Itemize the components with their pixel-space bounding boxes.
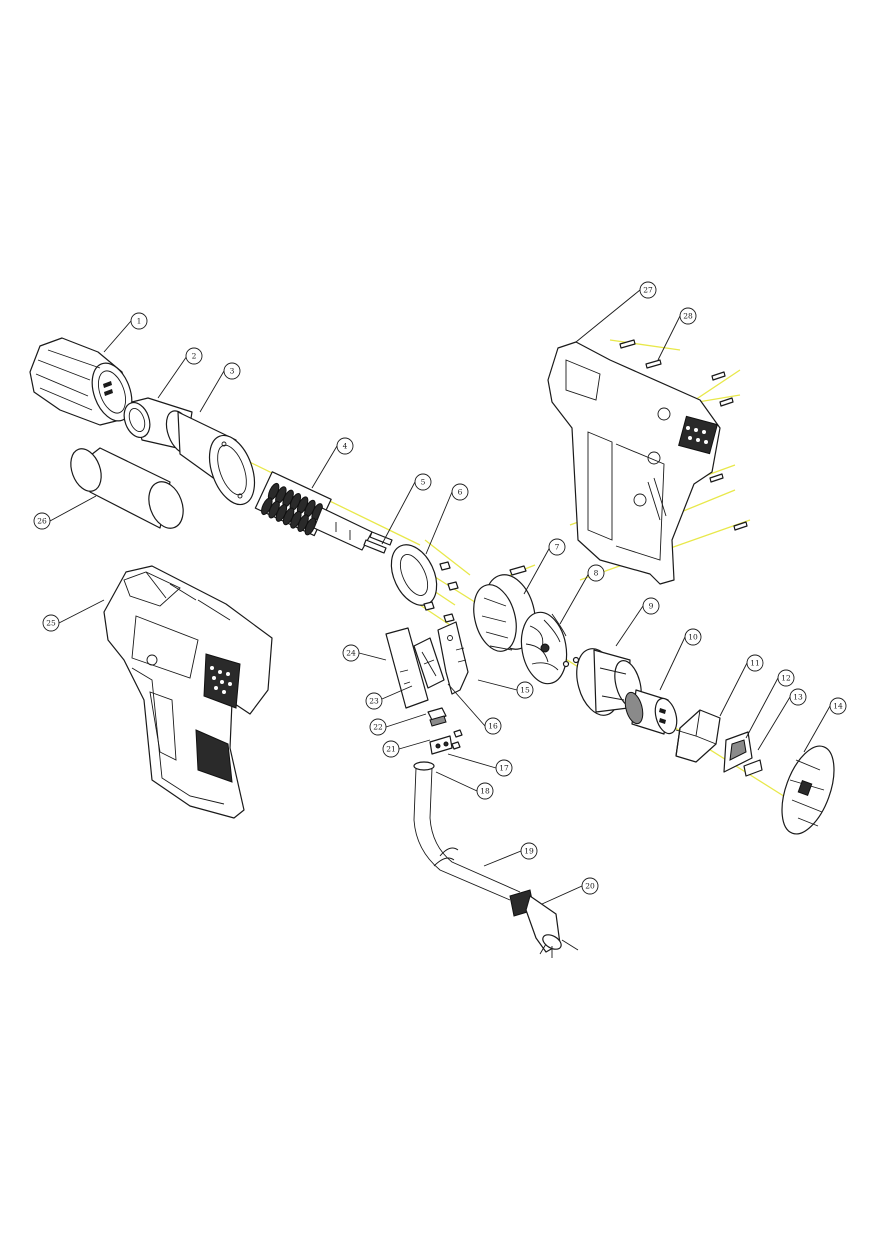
part-cord-clamp	[429, 729, 463, 755]
callout-19: 19	[520, 842, 538, 860]
part-outer-sleeve	[70, 447, 184, 529]
part-control-module	[675, 709, 721, 763]
callout-7: 7	[548, 538, 566, 556]
part-housing-screws	[619, 339, 748, 531]
part-pcb	[723, 731, 753, 773]
callout-12: 12	[777, 669, 795, 687]
callout-11: 11	[746, 654, 764, 672]
part-power-cable	[413, 761, 521, 901]
callout-4: 4	[336, 437, 354, 455]
part-power-plug	[509, 889, 579, 958]
callout-label: 24	[346, 649, 356, 658]
part-rear-cover	[781, 745, 835, 835]
callout-22: 22	[369, 718, 387, 736]
callout-label: 17	[499, 764, 509, 773]
callout-label: 12	[781, 674, 791, 683]
callout-label: 20	[585, 882, 595, 891]
callout-label: 3	[230, 367, 235, 376]
part-assembled-heat-gun	[103, 565, 273, 819]
callout-28: 28	[679, 307, 697, 325]
callout-18: 18	[476, 782, 494, 800]
callout-10: 10	[684, 628, 702, 646]
callout-14: 14	[829, 697, 847, 715]
callout-label: 22	[373, 723, 383, 732]
callout-label: 8	[594, 569, 599, 578]
callout-label: 9	[649, 602, 654, 611]
callout-24: 24	[342, 644, 360, 662]
callout-label: 11	[750, 659, 760, 668]
part-small-block	[427, 707, 447, 727]
callout-21: 21	[382, 740, 400, 758]
part-nozzle-shroud	[29, 337, 133, 426]
callout-label: 28	[683, 312, 693, 321]
callout-26: 26	[33, 512, 51, 530]
callout-label: 15	[520, 686, 530, 695]
callout-label: 18	[480, 787, 490, 796]
callout-6: 6	[451, 483, 469, 501]
callout-label: 27	[643, 286, 653, 295]
part-heating-coil	[254, 471, 373, 551]
callout-label: 13	[793, 693, 803, 702]
part-small-screws	[423, 561, 459, 623]
callout-15: 15	[516, 681, 534, 699]
callout-9: 9	[642, 597, 660, 615]
callout-25: 25	[42, 614, 60, 632]
callout-label: 7	[555, 543, 560, 552]
callout-label: 26	[37, 517, 47, 526]
callout-17: 17	[495, 759, 513, 777]
callout-label: 4	[343, 442, 348, 451]
vent-grille	[678, 415, 718, 455]
callout-1: 1	[130, 312, 148, 330]
part-thermostat-bracket	[437, 621, 469, 695]
callout-20: 20	[581, 877, 599, 895]
callout-label: 2	[192, 352, 197, 361]
part-switch	[413, 637, 445, 689]
callout-label: 5	[421, 478, 426, 487]
callout-3: 3	[223, 362, 241, 380]
part-impeller	[520, 611, 580, 685]
callout-label: 14	[833, 702, 843, 711]
callout-16: 16	[484, 717, 502, 735]
callout-2: 2	[185, 347, 203, 365]
callout-label: 19	[524, 847, 534, 856]
callout-label: 10	[688, 633, 698, 642]
callout-label: 25	[46, 619, 56, 628]
part-housing-half	[547, 341, 721, 585]
callout-label: 16	[488, 722, 498, 731]
part-mica-tube-flange	[165, 410, 256, 506]
callout-23: 23	[365, 692, 383, 710]
leader-lines	[49, 289, 831, 905]
callout-label: 1	[137, 317, 142, 326]
callout-5: 5	[414, 473, 432, 491]
callout-label: 23	[369, 697, 379, 706]
part-switch-plate	[385, 627, 429, 709]
part-motor	[624, 689, 678, 735]
callout-8: 8	[587, 564, 605, 582]
callout-27: 27	[639, 281, 657, 299]
grip-texture	[210, 666, 232, 694]
callout-label: 6	[458, 488, 463, 497]
callout-13: 13	[789, 688, 807, 706]
callout-label: 21	[386, 745, 396, 754]
part-terminal-pins	[363, 531, 393, 554]
part-label-pad	[743, 759, 763, 777]
callouts: 1 2 3 4 5 6 7 8 9 10 11 12 13 14 15 16 1…	[33, 281, 847, 895]
